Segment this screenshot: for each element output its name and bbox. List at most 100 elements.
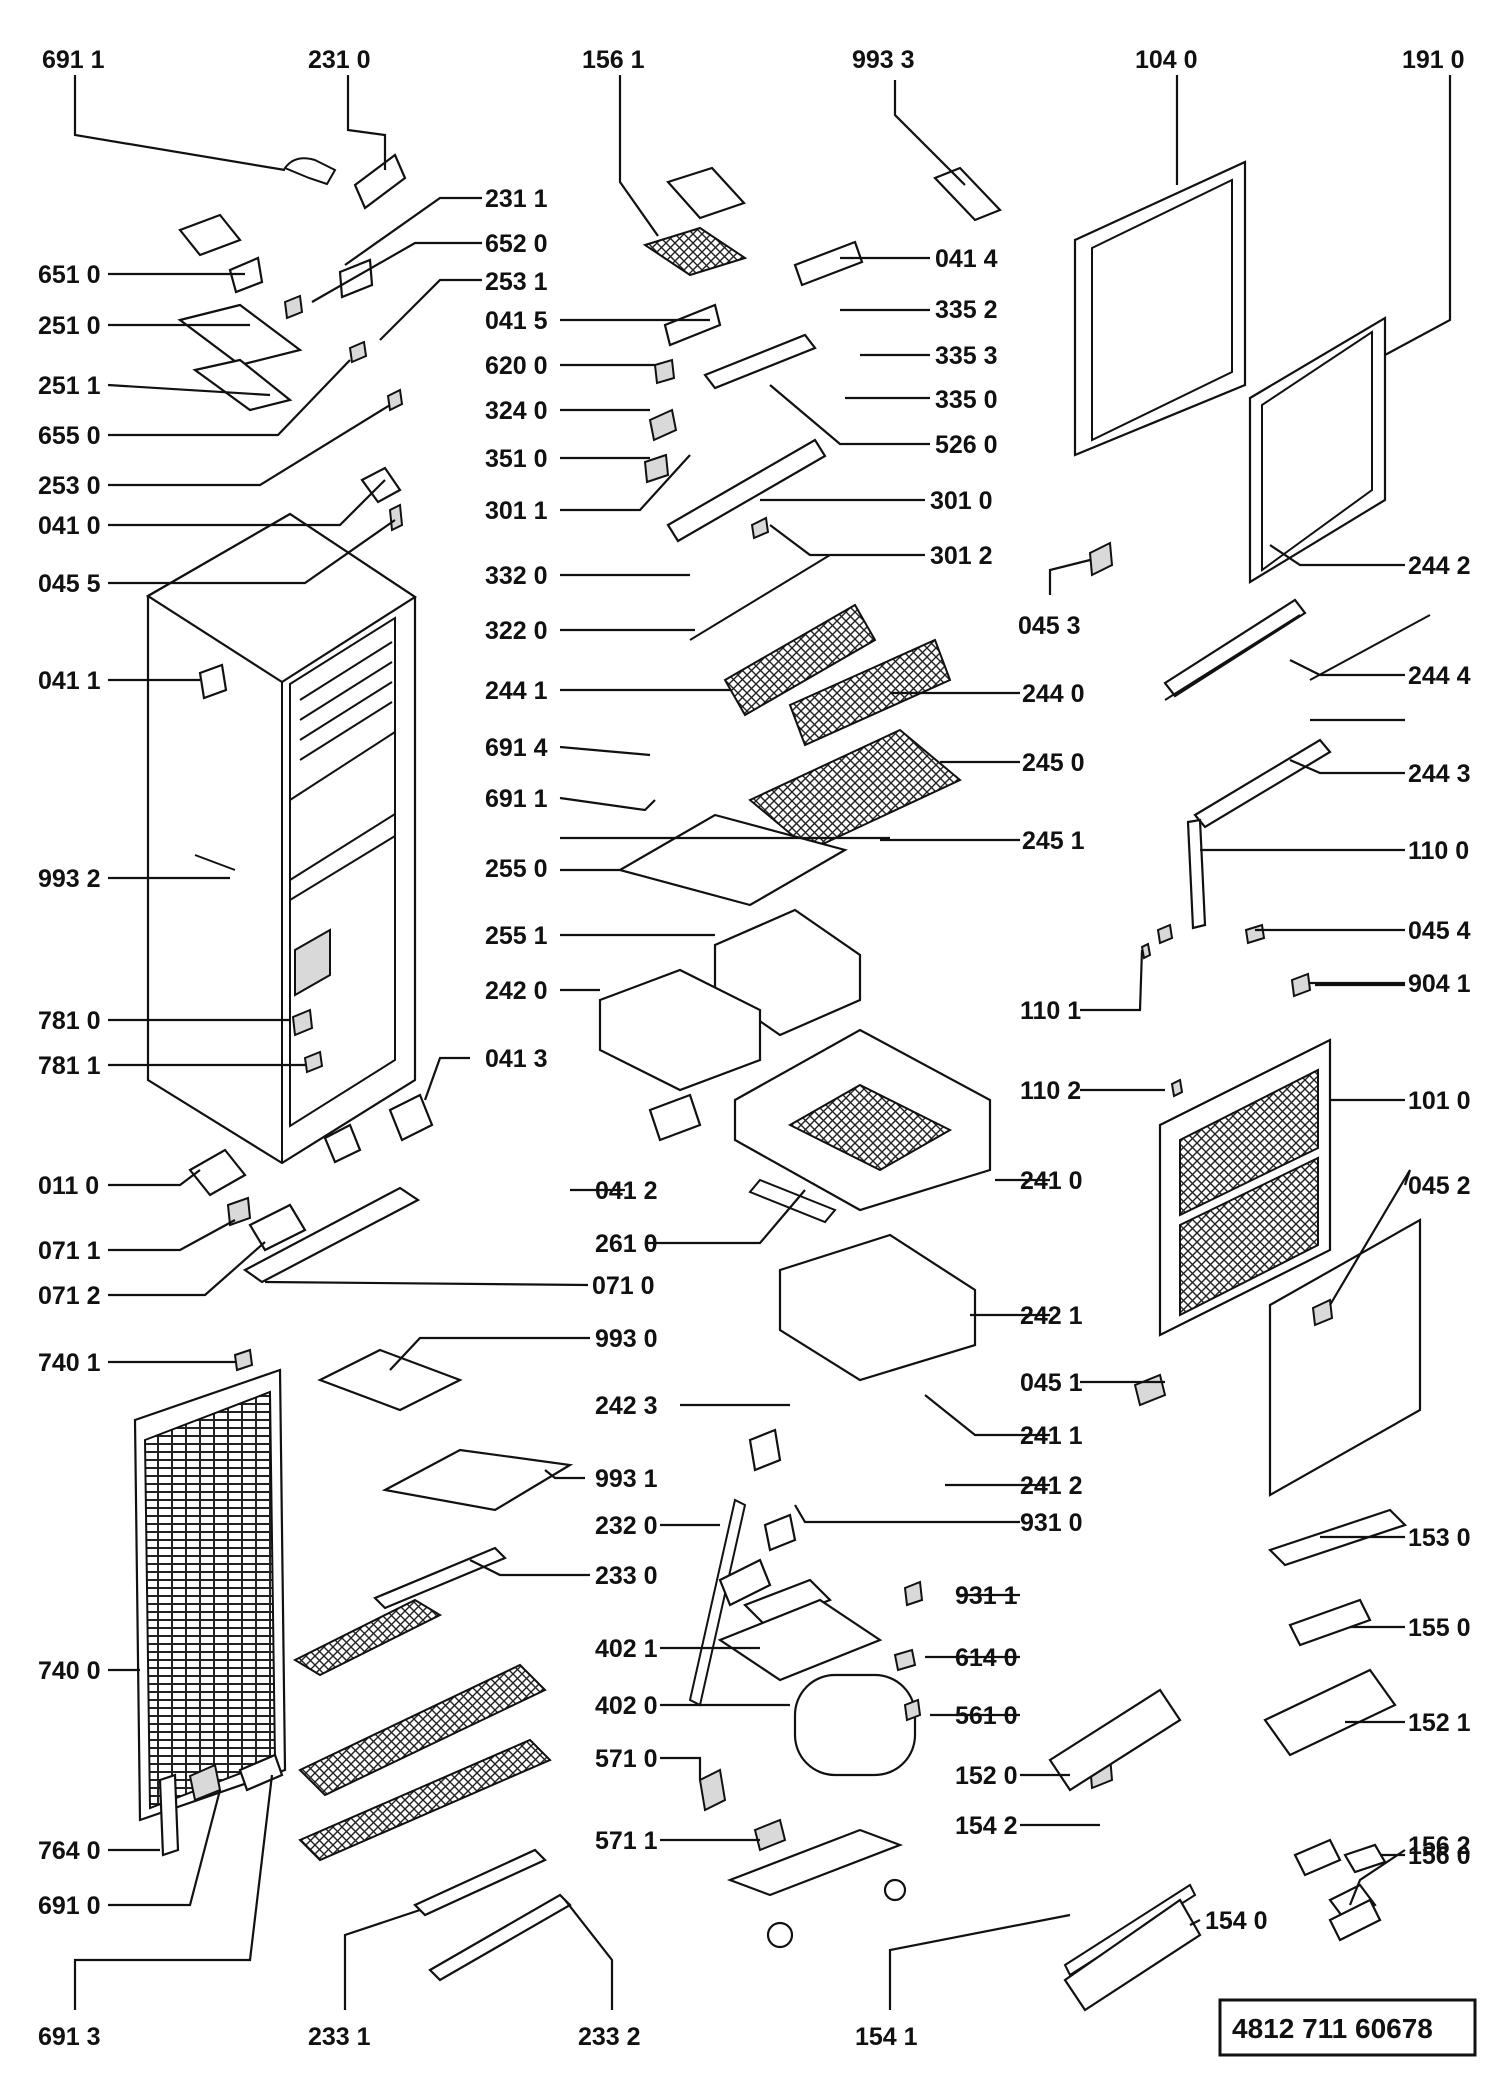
label-241-1: 241 1	[1020, 1422, 1083, 1450]
label-101-0: 101 0	[1408, 1087, 1471, 1115]
label-691-1: 691 1	[42, 46, 105, 74]
label-261-0: 261 0	[595, 1230, 658, 1258]
label-691-0: 691 0	[38, 1892, 101, 1920]
label-993-3: 993 3	[852, 46, 915, 74]
label-071-2: 071 2	[38, 1282, 101, 1310]
label-011-0: 011 0	[38, 1172, 99, 1200]
label-993-1: 993 1	[595, 1465, 658, 1493]
label-740-0: 740 0	[38, 1657, 101, 1685]
label-242-0: 242 0	[485, 977, 548, 1005]
label-241-0: 241 0	[1020, 1167, 1083, 1195]
label-253-1: 253 1	[485, 268, 548, 296]
document-number-box: 4812 711 60678	[1218, 1998, 1477, 2057]
label-045-4: 045 4	[1408, 917, 1471, 945]
label-781-1: 781 1	[38, 1052, 101, 1080]
center-lower-parts	[688, 1428, 1182, 1949]
label-156-2: 156 2	[1408, 1832, 1471, 1860]
label-740-1: 740 1	[38, 1349, 101, 1377]
label-154-2: 154 2	[955, 1812, 1018, 1840]
label-253-0: 253 0	[38, 472, 101, 500]
label-242-1: 242 1	[1020, 1302, 1083, 1330]
label-154-0: 154 0	[1205, 1907, 1268, 1935]
label-255-1: 255 1	[485, 922, 548, 950]
label-244-2: 244 2	[1408, 552, 1471, 580]
label-764-0: 764 0	[38, 1837, 101, 1865]
label-244-1: 244 1	[485, 677, 548, 705]
label-244-0: 244 0	[1022, 680, 1085, 708]
leader-lines	[73, 75, 1452, 2010]
label-041-2: 041 2	[595, 1177, 658, 1205]
label-931-1: 931 1	[955, 1582, 1018, 1610]
label-242-3: 242 3	[595, 1392, 658, 1420]
part-drawings	[133, 153, 1431, 2012]
label-071-1: 071 1	[38, 1237, 101, 1265]
label-232-0: 232 0	[595, 1512, 658, 1540]
label-402-0: 402 0	[595, 1692, 658, 1720]
label-041-3: 041 3	[485, 1045, 548, 1073]
label-571-1: 571 1	[595, 1827, 658, 1855]
label-110-1: 110 1	[1020, 997, 1081, 1025]
label-251-1: 251 1	[38, 372, 101, 400]
label-335-0: 335 0	[935, 386, 998, 414]
label-154-1: 154 1	[855, 2023, 918, 2051]
label-110-0: 110 0	[1408, 837, 1469, 865]
label-244-3: 244 3	[1408, 760, 1471, 788]
label-620-0: 620 0	[485, 352, 548, 380]
label-041-5: 041 5	[485, 307, 548, 335]
label-152-0: 152 0	[955, 1762, 1018, 1790]
label-233-2: 233 2	[578, 2023, 641, 2051]
label-156-0: 156 0	[1408, 1842, 1471, 1870]
label-335-2: 335 2	[935, 296, 998, 324]
label-301-1: 301 1	[485, 497, 548, 525]
label-691-4: 691 4	[485, 734, 548, 762]
label-231-0: 231 0	[308, 46, 371, 74]
label-332-0: 332 0	[485, 562, 548, 590]
label-104-0: 104 0	[1135, 46, 1198, 74]
label-993-2: 993 2	[38, 865, 101, 893]
label-561-0: 561 0	[955, 1702, 1018, 1730]
label-655-0: 655 0	[38, 422, 101, 450]
label-245-1: 245 1	[1022, 827, 1085, 855]
label-993-0: 993 0	[595, 1325, 658, 1353]
label-691-3: 691 3	[38, 2023, 101, 2051]
label-191-0: 191 0	[1402, 46, 1465, 74]
label-571-0: 571 0	[595, 1745, 658, 1773]
label-153-0: 153 0	[1408, 1524, 1471, 1552]
document-number: 4812 711 60678	[1232, 2013, 1433, 2044]
label-241-2: 241 2	[1020, 1472, 1083, 1500]
label-110-2: 110 2	[1020, 1077, 1081, 1105]
label-301-0: 301 0	[930, 487, 993, 515]
label-251-0: 251 0	[38, 312, 101, 340]
label-233-0: 233 0	[595, 1562, 658, 1590]
label-651-0: 651 0	[38, 261, 101, 289]
label-526-0: 526 0	[935, 431, 998, 459]
label-402-1: 402 1	[595, 1635, 658, 1663]
label-155-0: 155 0	[1408, 1614, 1471, 1642]
condenser-and-shelves	[133, 1348, 574, 1982]
label-652-0: 652 0	[485, 230, 548, 258]
label-335-3: 335 3	[935, 342, 998, 370]
label-152-1: 152 1	[1408, 1709, 1471, 1737]
label-233-1: 233 1	[308, 2023, 371, 2051]
label-071-0: 071 0	[592, 1272, 655, 1300]
label-045-5: 045 5	[38, 570, 101, 598]
label-041-1: 041 1	[38, 667, 101, 695]
label-301-2: 301 2	[930, 542, 993, 570]
freezer-door-right	[1133, 1038, 1422, 1497]
label-045-3: 045 3	[1018, 612, 1081, 640]
label-156-1: 156 1	[582, 46, 645, 74]
label-322-0: 322 0	[485, 617, 548, 645]
label-931-0: 931 0	[1020, 1509, 1083, 1537]
label-041-0: 041 0	[38, 512, 101, 540]
label-045-1: 045 1	[1020, 1369, 1083, 1397]
label-904-1: 904 1	[1408, 970, 1471, 998]
label-231-1: 231 1	[485, 185, 548, 213]
label-244-4: 244 4	[1408, 662, 1471, 690]
label-691-1b: 691 1	[485, 785, 548, 813]
label-041-4: 041 4	[935, 245, 998, 273]
center-upper-parts	[598, 166, 1002, 1382]
label-245-0: 245 0	[1022, 749, 1085, 777]
label-324-0: 324 0	[485, 397, 548, 425]
top-right-parts	[1073, 160, 1431, 1098]
